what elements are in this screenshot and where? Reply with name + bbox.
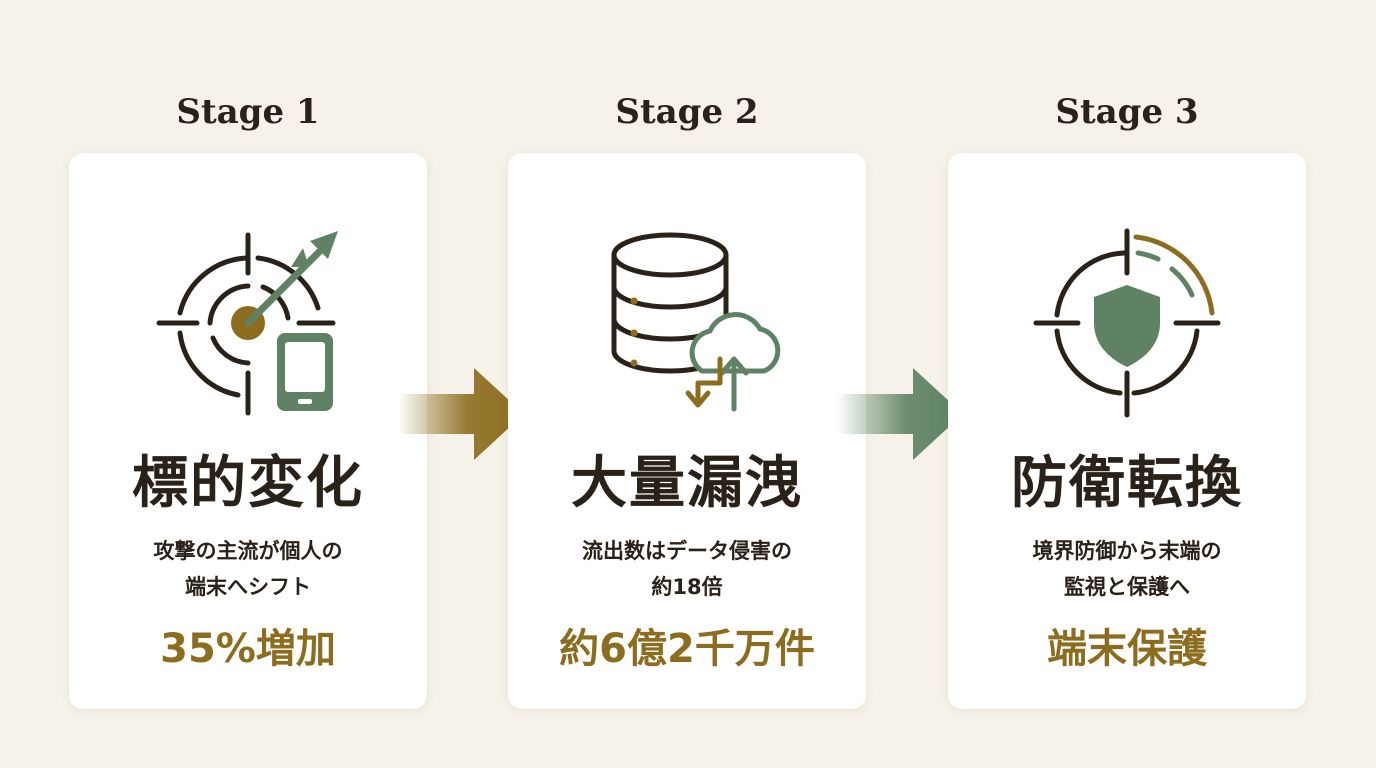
stage-3-desc-line1: 境界防御から末端の <box>1032 539 1222 563</box>
stage-3-title: 防衛転換 <box>1011 450 1243 516</box>
stage-1-desc-line1: 攻撃の主流が個人の <box>153 539 343 563</box>
right-arrow-green-icon <box>837 368 963 460</box>
shield-crosshair-icon <box>1033 228 1221 418</box>
stage-2-desc-line2: 約18倍 <box>651 575 723 599</box>
stage-3-label: Stage 3 <box>1055 92 1199 132</box>
database-cloud-icon <box>611 232 781 412</box>
stage-3-description: 境界防御から末端の 監視と保護へ <box>968 533 1286 605</box>
stage-2-title: 大量漏洩 <box>571 450 803 516</box>
stage-3-stat: 端末保護 <box>1047 626 1207 672</box>
stage-1-label: Stage 1 <box>176 92 320 132</box>
stage-3-card: 防衛転換 境界防御から末端の 監視と保護へ 端末保護 <box>948 153 1306 709</box>
stage-2-stat: 約6億2千万件 <box>559 626 815 672</box>
stage-1-title: 標的変化 <box>132 450 364 516</box>
stage-1-stat: 35%増加 <box>160 626 336 672</box>
stage-2-card: 大量漏洩 流出数はデータ侵害の 約18倍 約6億2千万件 <box>508 153 866 709</box>
stage-1-card: 標的変化 攻撃の主流が個人の 端末へシフト 35%増加 <box>69 153 427 709</box>
stage-2-description: 流出数はデータ侵害の 約18倍 <box>528 533 846 605</box>
stage-1-desc-line2: 端末へシフト <box>185 575 311 599</box>
right-arrow-gold-icon <box>398 368 524 460</box>
stage-1-description: 攻撃の主流が個人の 端末へシフト <box>89 533 407 605</box>
stage-3-desc-line2: 監視と保護へ <box>1064 575 1190 599</box>
stage-2-desc-line1: 流出数はデータ侵害の <box>582 539 792 563</box>
stage-2-label: Stage 2 <box>615 92 759 132</box>
target-arrow-phone-icon <box>156 231 338 416</box>
